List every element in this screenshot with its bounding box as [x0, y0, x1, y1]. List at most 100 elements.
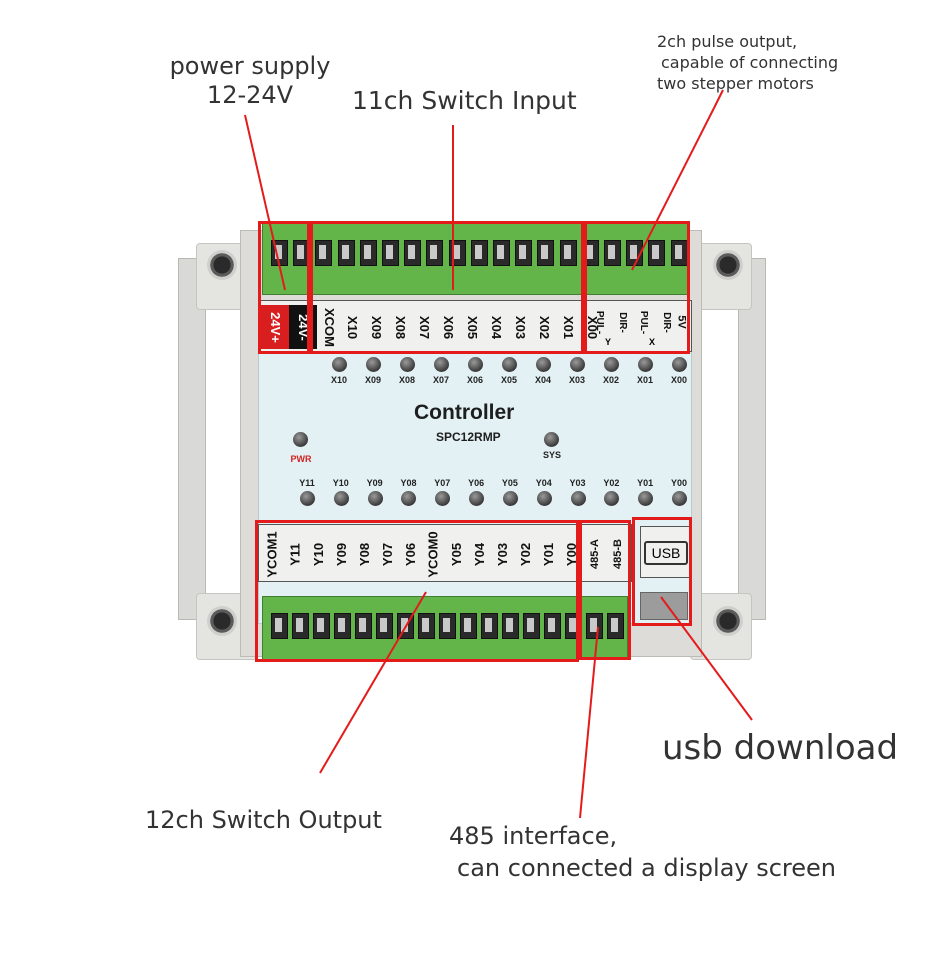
input-led-label: X06	[466, 375, 483, 385]
input-led	[672, 357, 687, 372]
screw-icon	[713, 250, 743, 280]
din-rail-left	[178, 258, 206, 620]
output-led	[300, 491, 315, 506]
output-led-label: Y04	[535, 478, 552, 488]
screw-icon	[207, 606, 237, 636]
terminal-screw	[292, 613, 309, 639]
pointer-line	[713, 89, 724, 109]
terminal-screw	[334, 613, 351, 639]
switch-output-highlight	[255, 520, 579, 662]
input-led	[366, 357, 381, 372]
terminal-screw	[271, 613, 288, 639]
top-terminal-block	[262, 223, 690, 295]
pulse-output-line-1: 2ch pulse output,	[657, 32, 798, 51]
usb-port-frame: USB	[640, 526, 690, 578]
pulse-output-highlight	[584, 221, 690, 354]
rs485-callout: 485 interface, can connected a display s…	[449, 820, 836, 885]
output-led	[367, 491, 383, 506]
usb-port-label: USB	[644, 541, 688, 565]
terminal-screw	[604, 240, 621, 266]
output-led	[536, 491, 552, 506]
output-led-label: Y08	[400, 478, 417, 488]
power-supply-highlight	[258, 221, 310, 354]
input-led-label: X09	[364, 375, 381, 385]
output-led	[638, 491, 654, 506]
input-led-label: X07	[432, 375, 449, 385]
usb-connector[interactable]	[640, 592, 688, 620]
output-led	[469, 491, 485, 506]
pointer-line	[319, 591, 427, 774]
power-supply-line-2: 12-24V	[206, 80, 294, 109]
terminal-screw	[607, 613, 624, 639]
terminal-screw	[337, 240, 355, 266]
pulse-output-callout: 2ch pulse output, capable of connecting …	[657, 32, 838, 94]
terminal-screw	[359, 240, 377, 266]
output-led-label: Y03	[569, 478, 586, 488]
pointer-line	[244, 114, 286, 291]
screw-icon	[713, 606, 743, 636]
usb-highlight	[632, 517, 692, 626]
terminal-screw	[481, 613, 498, 639]
output-led-label: Y11	[299, 478, 315, 488]
pulse-output-line-3: two stepper motors	[657, 73, 814, 93]
input-led-label: X02	[602, 375, 619, 385]
switch-output-callout: 12ch Switch Output	[145, 806, 382, 834]
output-led	[502, 491, 518, 506]
terminal-screw	[355, 613, 372, 639]
terminal-screw	[586, 613, 603, 639]
input-led	[468, 357, 483, 372]
output-led-label: Y05	[501, 478, 518, 488]
terminal-screw	[315, 240, 333, 266]
screw-icon	[207, 250, 237, 280]
terminal-screw	[648, 240, 666, 266]
terminal-screw	[404, 240, 422, 266]
usb-download-callout: usb download	[662, 728, 899, 768]
sys-label: SYS	[542, 450, 561, 460]
power-supply-callout: power supply 12-24V	[150, 52, 350, 110]
controller-model: SPC12RMP	[436, 430, 501, 444]
axis-label-x: X	[649, 337, 656, 347]
input-led-label: X08	[398, 375, 415, 385]
pwr-led	[293, 432, 308, 447]
terminal-screw	[376, 613, 393, 639]
terminal-screw	[426, 240, 444, 266]
terminal-screw	[470, 240, 488, 266]
input-led	[502, 357, 517, 372]
terminal-screw	[502, 613, 519, 639]
terminal-screw	[439, 613, 456, 639]
output-led	[672, 491, 687, 506]
terminal-screw	[515, 240, 533, 266]
terminal-label: 24V+	[261, 305, 289, 349]
output-led	[401, 491, 417, 506]
pulse-output-line-2: capable of connecting	[661, 52, 839, 72]
output-led-label: Y00	[670, 478, 687, 488]
terminal-screw	[382, 240, 399, 266]
switch-input-highlight	[310, 221, 584, 354]
rs485-line-2: can connected a display screen	[457, 854, 837, 883]
output-led-label: Y07	[434, 478, 451, 488]
terminal-screw	[559, 240, 577, 266]
input-led-label: X10	[330, 375, 347, 385]
input-led-label: X03	[568, 375, 585, 385]
axis-label-y: Y	[605, 337, 612, 347]
output-led-label: Y02	[603, 478, 620, 488]
input-led-label: X01	[636, 375, 653, 385]
output-led	[333, 491, 349, 506]
rs485-highlight	[579, 520, 631, 660]
pointer-line	[660, 596, 753, 721]
din-rail-right	[738, 258, 766, 620]
output-led	[435, 491, 451, 506]
sys-led	[544, 432, 559, 447]
output-led-label: Y06	[468, 478, 485, 488]
terminal-screw	[313, 613, 330, 639]
input-led	[434, 357, 449, 372]
terminal-screw	[523, 613, 540, 639]
input-led	[332, 357, 347, 372]
input-led	[638, 357, 653, 372]
input-led	[570, 357, 585, 372]
input-led-label: X00	[670, 375, 687, 385]
controller-title: Controller	[414, 401, 515, 424]
output-led	[570, 491, 586, 506]
input-led-label: X05	[500, 375, 517, 385]
